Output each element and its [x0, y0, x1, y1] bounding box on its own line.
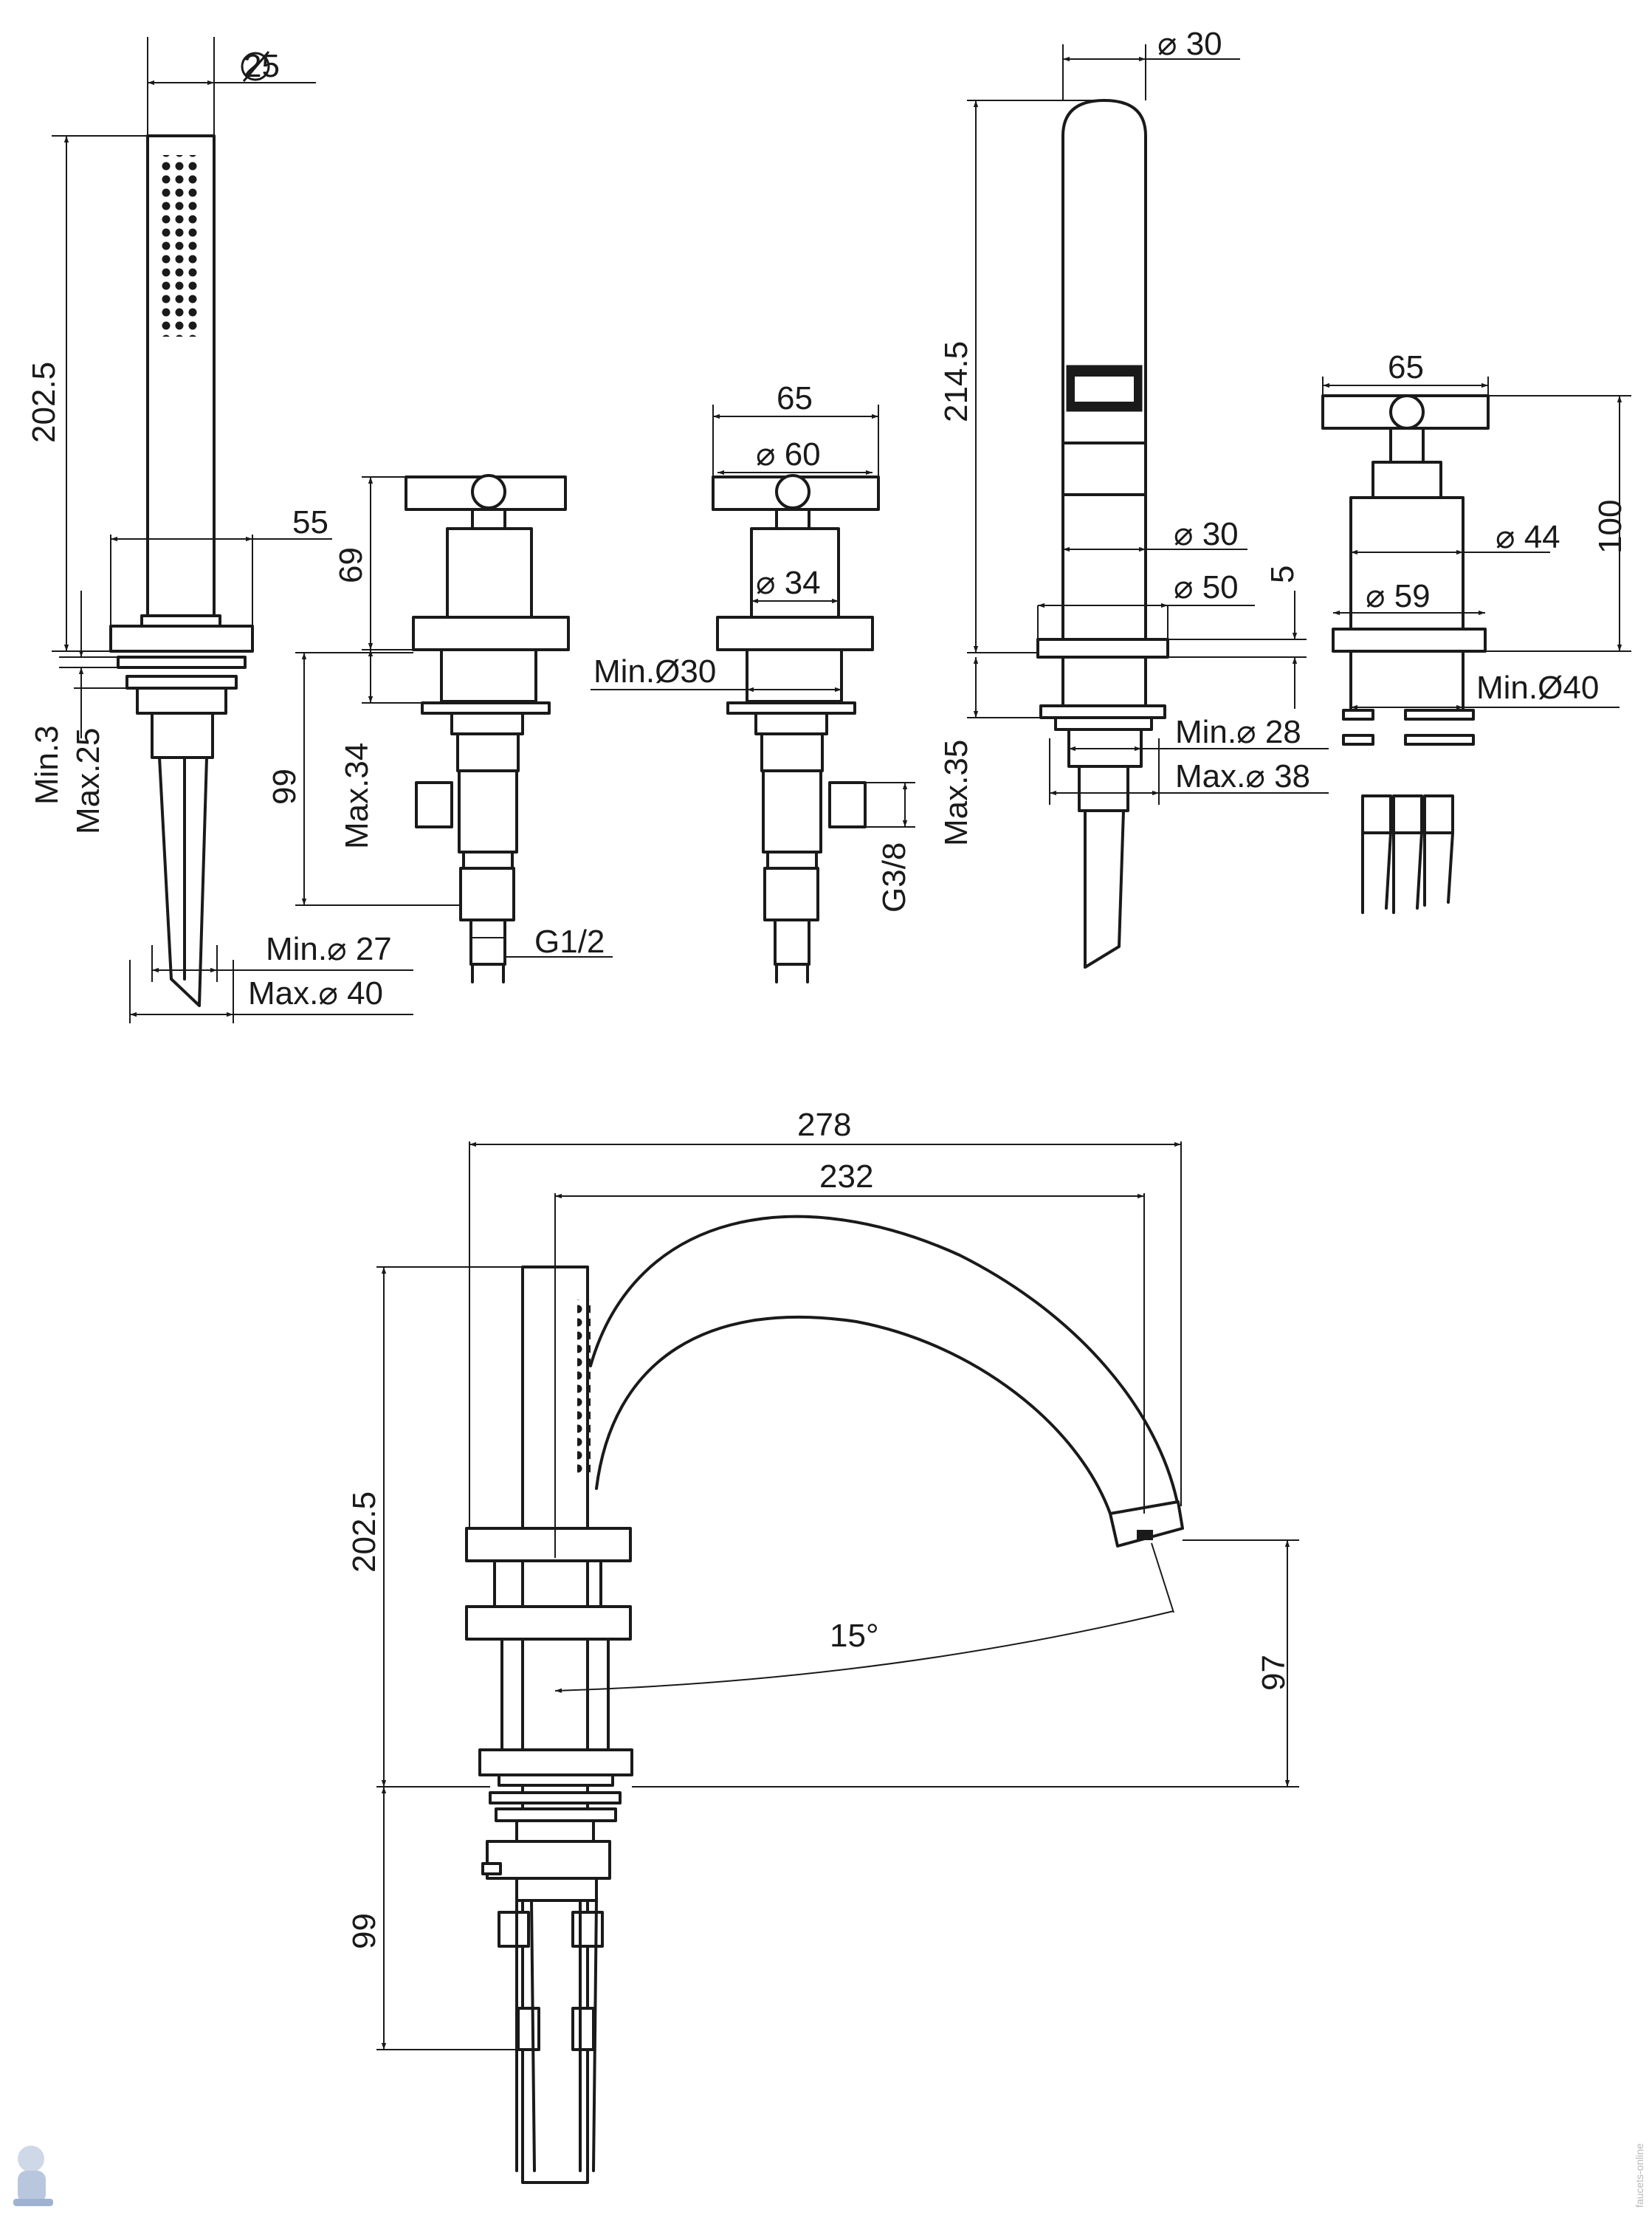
plumber-mascot-icon: [13, 2146, 53, 2206]
spray-holes-side: [577, 1299, 591, 1474]
dim-valve-right-width: 65: [1388, 349, 1424, 385]
dim-valve-mid-dia-rosette: ⌀ 60: [756, 436, 821, 473]
dim-valve-mid-thread: G3/8: [876, 842, 912, 913]
spout-view: ⌀ 30 214.5 ⌀ 30 ⌀ 50 5 Max.35 Min.⌀ 28 M…: [938, 26, 1329, 969]
dim-assembly-rotation: 15°: [830, 1618, 879, 1654]
dim-valve-left-height-below: 99: [266, 769, 303, 805]
dim-valve-right-dia-body: ⌀ 44: [1496, 519, 1560, 555]
dim-valve-right-height: 100: [1592, 500, 1628, 554]
dim-hand-shower-max-hole: Max.⌀ 40: [248, 975, 383, 1012]
dim-spout-dia-body: ⌀ 30: [1174, 516, 1239, 552]
spray-holes: [159, 155, 201, 337]
dim-spout-max-hole: Max.⌀ 38: [1175, 758, 1310, 794]
dim-valve-right-min-hole: Min.Ø40: [1476, 670, 1599, 706]
dim-assembly-height: 202.5: [346, 1491, 382, 1573]
valve-left-view: 69 99 Max.34 G1/2: [266, 474, 613, 983]
dim-hand-shower-max-thk: Max.25: [70, 728, 106, 834]
dim-assembly-spout-height: 97: [1256, 1655, 1292, 1691]
hand-shower-view: 25 202.5 55 Min.3 Max.25 Min.⌀ 27 Max.⌀ …: [26, 37, 413, 1023]
dim-valve-mid-width: 65: [777, 380, 813, 416]
dim-hand-shower-min-thk: Min.3: [29, 725, 65, 805]
valve-mid-view: 65 ⌀ 60 ⌀ 34 Min.Ø30 G3/8: [591, 380, 915, 983]
watermark-text: faucets-online: [1634, 2143, 1645, 2208]
dim-valve-mid-min-hole: Min.Ø30: [593, 653, 716, 690]
dim-valve-right-dia-base: ⌀ 59: [1366, 578, 1431, 614]
dim-hand-shower-dia-base: 55: [292, 504, 328, 540]
dim-valve-left-max-thk: Max.34: [339, 743, 375, 849]
dim-hand-shower-height: 202.5: [26, 362, 62, 443]
dim-assembly-reach-total: 278: [797, 1107, 851, 1143]
assembly-side-view: 278 232 202.5 15° 97 99: [346, 1107, 1299, 2184]
dim-assembly-reach: 232: [819, 1158, 873, 1195]
dim-spout-height: 214.5: [938, 341, 974, 422]
dim-valve-left-thread: G1/2: [534, 924, 605, 960]
dim-spout-min-hole: Min.⌀ 28: [1175, 714, 1301, 750]
dim-spout-base-h: 5: [1264, 566, 1301, 583]
dim-valve-left-height-top: 69: [333, 547, 369, 583]
dim-spout-dia-base: ⌀ 50: [1174, 569, 1239, 605]
dim-hand-shower-min-hole: Min.⌀ 27: [266, 931, 392, 967]
dim-spout-dia-top: ⌀ 30: [1157, 26, 1222, 62]
dim-valve-mid-dia-body: ⌀ 34: [756, 565, 821, 601]
dim-assembly-below-deck: 99: [346, 1913, 382, 1949]
dim-spout-max-thk: Max.35: [938, 740, 974, 846]
valve-right-view: 65 100 ⌀ 44 ⌀ 59 Min.Ø40: [1321, 349, 1631, 914]
